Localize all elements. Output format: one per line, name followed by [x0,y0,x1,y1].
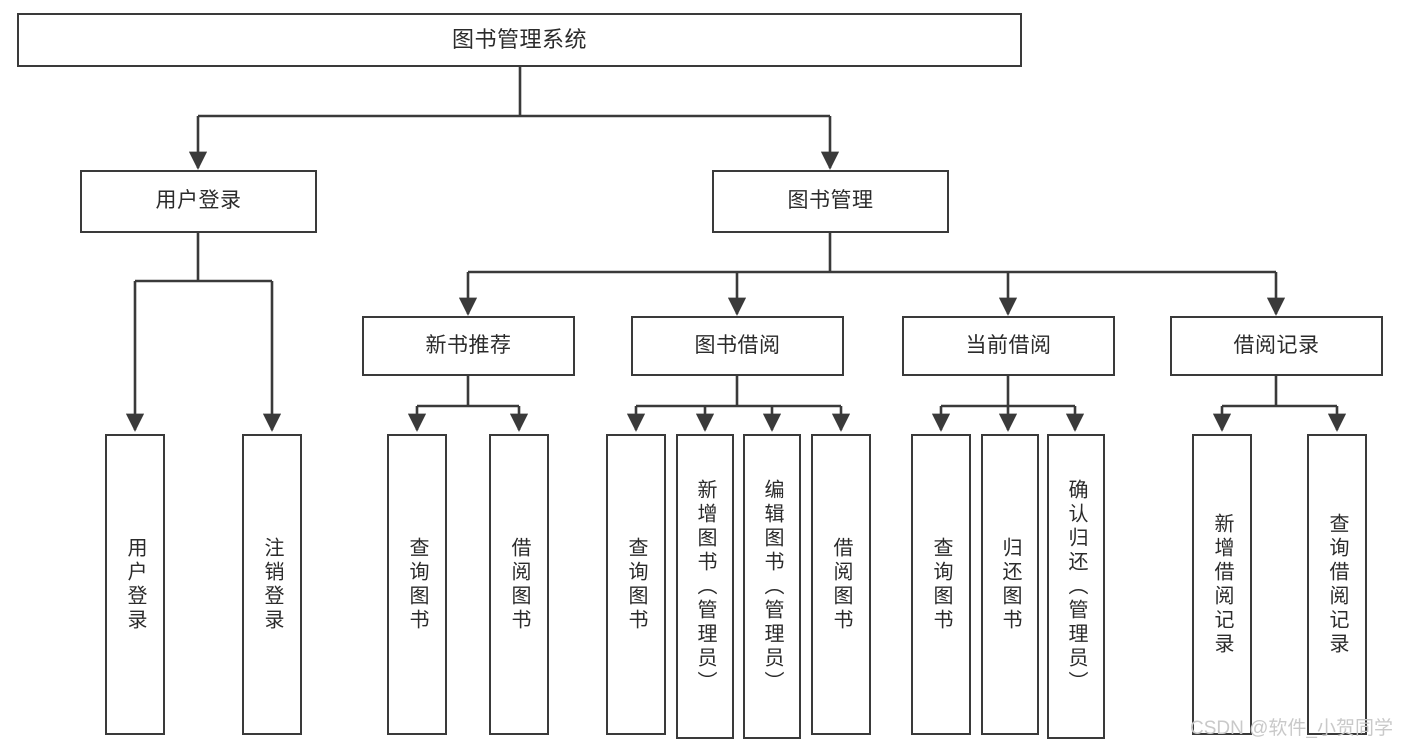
leaf-recommend-borrow-book[interactable]: 借阅图书 [489,434,549,735]
leaf-borrow-edit-book-admin[interactable]: 编辑图书（管理员） [743,434,801,739]
node-label: 图书管理系统 [451,27,587,53]
node-new-book-recommend[interactable]: 新书推荐 [362,316,575,376]
csdn-watermark: CSDN @软件_小贺同学 [1190,718,1393,739]
node-label: 用户登录 [124,536,146,633]
node-label: 借阅图书 [830,536,852,633]
node-label: 确认归还（管理员） [1065,478,1087,695]
leaf-borrow-add-book-admin[interactable]: 新增图书（管理员） [676,434,734,739]
node-label: 查询图书 [625,536,647,633]
leaf-current-confirm-return-admin[interactable]: 确认归还（管理员） [1047,434,1105,739]
node-label: 编辑图书（管理员） [761,478,783,695]
node-label: 借阅记录 [1233,333,1320,357]
node-label: 图书借阅 [694,333,781,357]
leaf-record-add-record[interactable]: 新增借阅记录 [1192,434,1252,735]
node-label: 当前借阅 [965,333,1052,357]
node-current-borrow[interactable]: 当前借阅 [902,316,1115,376]
leaf-user-login-login[interactable]: 用户登录 [105,434,165,735]
node-label: 查询借阅记录 [1326,512,1348,657]
leaf-current-search-book[interactable]: 查询图书 [911,434,971,735]
node-label: 新书推荐 [425,333,512,357]
node-label: 查询图书 [930,536,952,633]
leaf-recommend-search-book[interactable]: 查询图书 [387,434,447,735]
node-label: 注销登录 [261,536,283,633]
leaf-borrow-search-book[interactable]: 查询图书 [606,434,666,735]
node-borrow-record[interactable]: 借阅记录 [1170,316,1383,376]
leaf-user-login-logout[interactable]: 注销登录 [242,434,302,735]
node-label: 新增图书（管理员） [694,478,716,695]
node-label: 查询图书 [406,536,428,633]
leaf-borrow-borrow-book[interactable]: 借阅图书 [811,434,871,735]
node-book-management[interactable]: 图书管理 [712,170,949,233]
node-user-login[interactable]: 用户登录 [80,170,317,233]
leaf-record-search-record[interactable]: 查询借阅记录 [1307,434,1367,735]
node-label: 新增借阅记录 [1211,512,1233,657]
leaf-current-return-book[interactable]: 归还图书 [981,434,1039,735]
node-book-borrow[interactable]: 图书借阅 [631,316,844,376]
node-label: 归还图书 [999,536,1021,633]
node-label: 图书管理 [787,189,874,213]
node-root-system[interactable]: 图书管理系统 [17,13,1022,67]
node-label: 借阅图书 [508,536,530,633]
node-label: 用户登录 [155,189,242,213]
